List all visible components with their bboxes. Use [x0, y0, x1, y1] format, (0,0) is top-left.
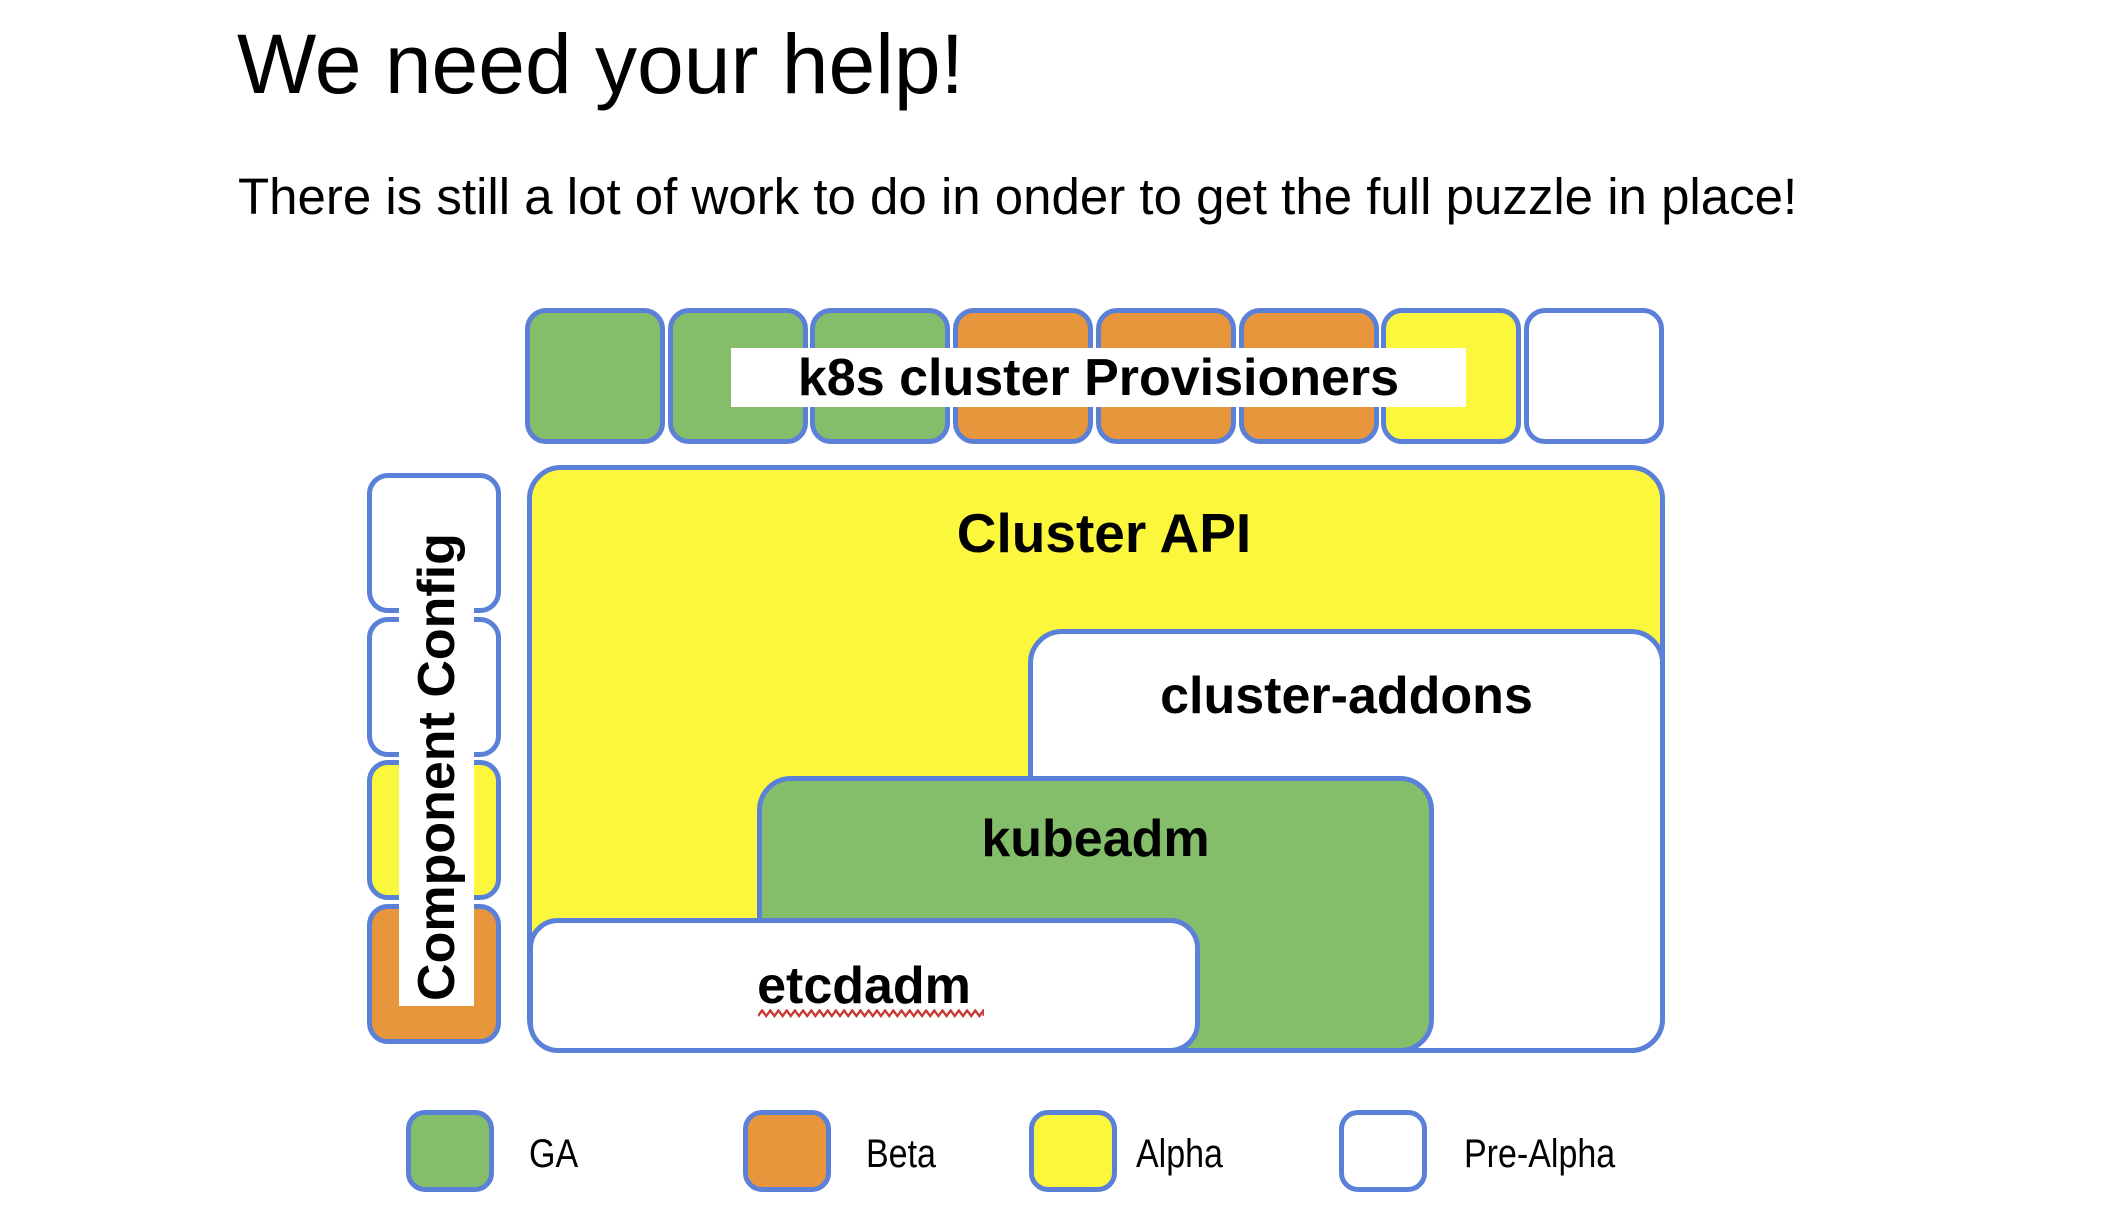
legend-swatch-ga [405, 1110, 494, 1192]
etcdadm-label: etcdadm [757, 956, 971, 1015]
legend-swatch-prealpha [1339, 1110, 1428, 1192]
slide-title: We need your help! [237, 17, 964, 111]
spellcheck-underline [758, 1009, 984, 1019]
legend-swatch-alpha [1029, 1110, 1117, 1192]
component-config-label: Component Config [407, 532, 466, 1001]
etcdadm-box: etcdadm [528, 918, 1200, 1053]
legend-label-ga: GA [529, 1132, 579, 1176]
legend-label-alpha: Alpha [1136, 1132, 1224, 1176]
component-config-label-box: Component Config [399, 527, 474, 1006]
cluster-addons-label: cluster-addons [1160, 667, 1533, 725]
legend-label-prealpha: Pre-Alpha [1464, 1132, 1616, 1176]
slide-subtitle: There is still a lot of work to do in on… [238, 168, 1798, 225]
legend-swatch-beta [743, 1110, 831, 1192]
cluster-api-label: Cluster API [956, 502, 1252, 564]
provisioner-piece-8-prealpha [1523, 308, 1664, 444]
provisioners-label: k8s cluster Provisioners [797, 348, 1400, 407]
provisioner-piece-1-ga [525, 308, 665, 444]
legend-label-beta: Beta [865, 1132, 936, 1176]
kubeadm-label: kubeadm [981, 810, 1210, 868]
provisioners-label-box: k8s cluster Provisioners [731, 348, 1466, 407]
